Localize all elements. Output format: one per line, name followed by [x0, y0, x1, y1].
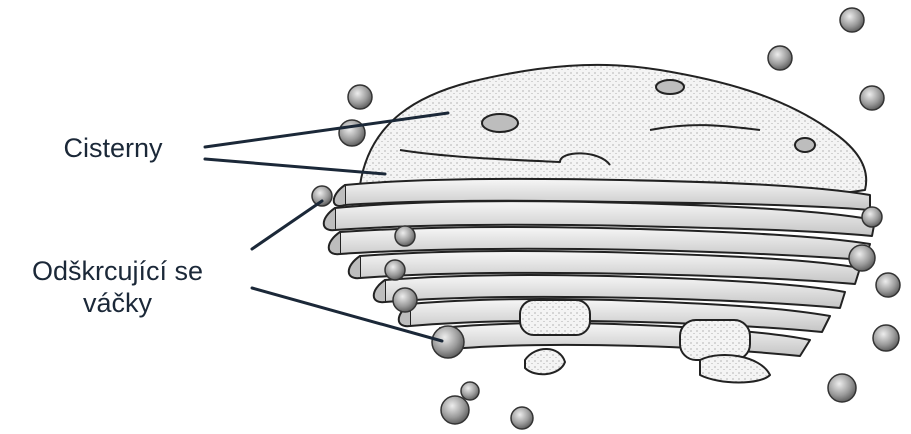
vesicle	[432, 326, 464, 358]
vesicle	[862, 207, 882, 227]
tubule	[525, 349, 565, 374]
vesicle	[393, 288, 417, 312]
vesicle	[395, 226, 415, 246]
vesicle	[768, 46, 792, 70]
leader-line-vesicles-1	[252, 201, 322, 249]
cisterna-7	[440, 323, 810, 356]
top-cisterna-pore	[482, 114, 518, 132]
vesicle	[873, 325, 899, 351]
label-cisterny: Cisterny	[28, 132, 198, 164]
label-vesicles-line1: Odškrcující se	[0, 255, 235, 287]
tubule	[700, 355, 770, 383]
label-vesicles: Odškrcující se váčky	[0, 255, 235, 319]
vesicle	[511, 407, 533, 429]
label-vesicles-line2: váčky	[0, 287, 235, 319]
top-cisterna-pore	[795, 138, 815, 152]
tubule	[520, 300, 590, 335]
vesicle	[840, 8, 864, 32]
vesicle	[348, 85, 372, 109]
vesicle	[385, 260, 405, 280]
label-cisterny-text: Cisterny	[63, 133, 162, 163]
top-cisterna-pore	[656, 80, 684, 94]
vesicle	[876, 273, 900, 297]
vesicle	[461, 382, 479, 400]
vesicle	[828, 374, 856, 402]
vesicle	[849, 245, 875, 271]
tubule	[680, 320, 750, 360]
vesicle	[860, 86, 884, 110]
vesicle	[312, 186, 332, 206]
golgi-apparatus-illustration	[324, 65, 875, 383]
vesicle	[441, 396, 469, 424]
leader-line-cisterny-2	[205, 159, 385, 174]
